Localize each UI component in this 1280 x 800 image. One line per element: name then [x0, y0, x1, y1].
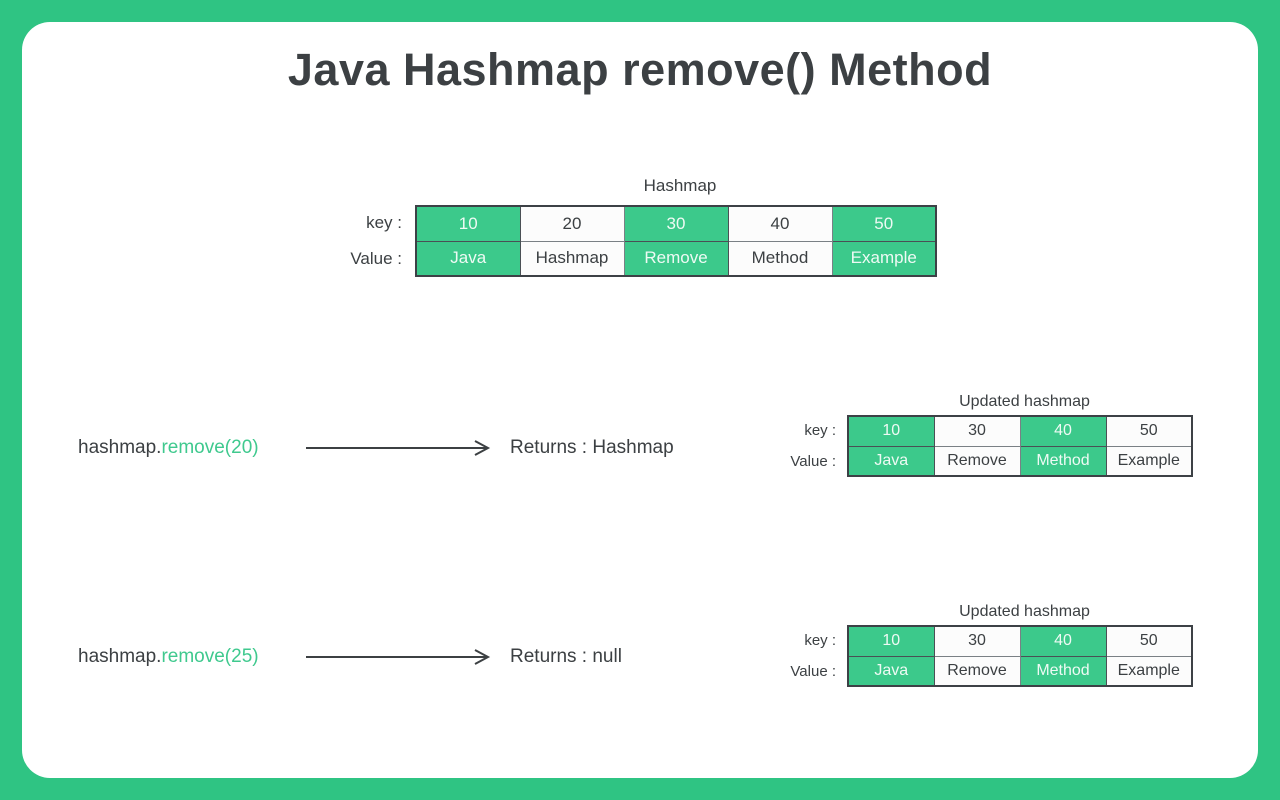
key-row-label: key : — [366, 213, 402, 232]
hashmap-block: Hashmap key : Value : 10 20 30 40 50 Jav… — [340, 176, 945, 277]
code-object: hashmap. — [78, 437, 162, 458]
value-row-label: Value : — [350, 249, 402, 268]
value-row: Java Remove Method Example — [847, 655, 1193, 687]
row-labels: key : Value : — [340, 205, 415, 277]
value-cell: Remove — [623, 240, 729, 277]
key-cell: 10 — [847, 625, 935, 657]
key-cell: 40 — [1019, 415, 1107, 447]
key-row: 10 20 30 40 50 — [415, 205, 937, 242]
key-cell: 40 — [727, 205, 833, 242]
key-cell: 50 — [831, 205, 937, 242]
key-row: 10 30 40 50 — [847, 625, 1193, 657]
key-row: 10 30 40 50 — [847, 415, 1193, 447]
code-expression: hashmap.remove(25) — [78, 646, 305, 668]
key-cell: 50 — [1105, 415, 1193, 447]
value-cell: Method — [727, 240, 833, 277]
arrow-right-icon — [306, 440, 491, 456]
updated-hashmap-title: Updated hashmap — [959, 603, 1090, 620]
code-object: hashmap. — [78, 646, 162, 667]
returns-text: Returns : null — [510, 646, 622, 667]
code-method-call: remove(25) — [161, 646, 259, 667]
key-cell: 10 — [847, 415, 935, 447]
key-cell: 10 — [415, 205, 521, 242]
page-title: Java Hashmap remove() Method — [287, 44, 993, 95]
updated-hashmap-body: key : Value : 10 30 40 50 Java Remove Me… — [765, 625, 1202, 687]
code-expression: hashmap.remove(20) — [78, 437, 305, 459]
example-row-remove-25: hashmap.remove(25) Returns : null — [78, 641, 622, 673]
key-row-label: key : — [804, 422, 836, 439]
value-row-label: Value : — [790, 453, 836, 470]
value-row: Java Hashmap Remove Method Example — [415, 240, 937, 277]
value-cell: Method — [1019, 655, 1107, 687]
updated-hashmap-body: key : Value : 10 30 40 50 Java Remove Me… — [765, 415, 1202, 477]
key-cell: 30 — [933, 625, 1021, 657]
key-cell: 50 — [1105, 625, 1193, 657]
value-cell: Java — [847, 655, 935, 687]
value-cell: Example — [1105, 445, 1193, 477]
key-cell: 30 — [623, 205, 729, 242]
key-cell: 40 — [1019, 625, 1107, 657]
key-cell: 30 — [933, 415, 1021, 447]
returns-text: Returns : Hashmap — [510, 437, 674, 458]
value-cell: Example — [831, 240, 937, 277]
key-row-label: key : — [804, 632, 836, 649]
value-row-label: Value : — [790, 663, 836, 680]
hashmap-table-body: key : Value : 10 20 30 40 50 Java Hashma… — [340, 205, 945, 277]
updated-hashmap-table: 10 30 40 50 Java Remove Method Example — [847, 415, 1193, 477]
updated-hashmap-block-1: Updated hashmap key : Value : 10 30 40 5… — [765, 392, 1202, 477]
value-cell: Method — [1019, 445, 1107, 477]
hashmap-table-title: Hashmap — [643, 176, 717, 195]
value-cell: Remove — [933, 655, 1021, 687]
value-row: Java Remove Method Example — [847, 445, 1193, 477]
value-cell: Java — [847, 445, 935, 477]
updated-hashmap-title: Updated hashmap — [959, 393, 1090, 410]
code-method-call: remove(20) — [161, 437, 259, 458]
row-labels: key : Value : — [765, 415, 847, 477]
updated-hashmap-block-2: Updated hashmap key : Value : 10 30 40 5… — [765, 602, 1202, 687]
row-labels: key : Value : — [765, 625, 847, 687]
value-cell: Java — [415, 240, 521, 277]
key-cell: 20 — [519, 205, 625, 242]
example-row-remove-20: hashmap.remove(20) Returns : Hashmap — [78, 432, 674, 464]
value-cell: Remove — [933, 445, 1021, 477]
updated-hashmap-table: 10 30 40 50 Java Remove Method Example — [847, 625, 1193, 687]
arrow-right-icon — [306, 649, 491, 665]
value-cell: Example — [1105, 655, 1193, 687]
hashmap-table: 10 20 30 40 50 Java Hashmap Remove Metho… — [415, 205, 937, 277]
value-cell: Hashmap — [519, 240, 625, 277]
